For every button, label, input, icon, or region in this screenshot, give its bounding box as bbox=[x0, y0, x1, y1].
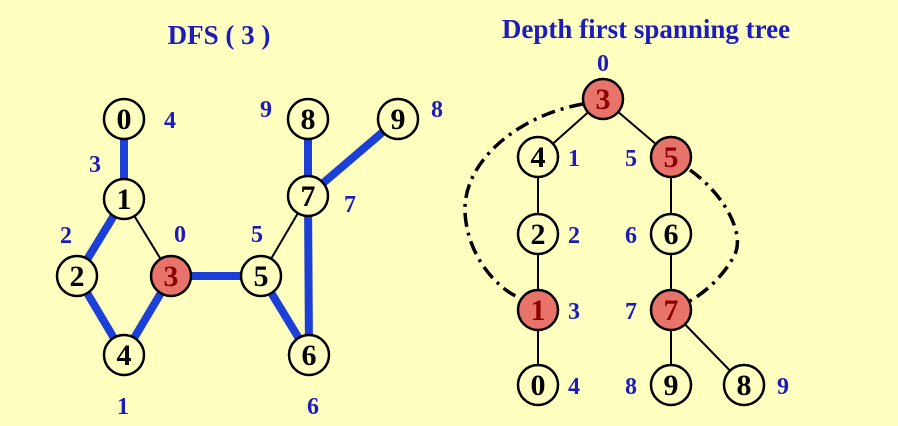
svg-text:2: 2 bbox=[70, 260, 85, 293]
left-node-6: 6 bbox=[287, 333, 331, 377]
right-tree-nodes: 3 4 2 1 0 5 6 7 9 8 bbox=[516, 77, 766, 407]
svg-text:6: 6 bbox=[302, 339, 317, 372]
left-node-2: 2 bbox=[55, 254, 99, 298]
svg-text:4: 4 bbox=[117, 339, 132, 372]
back-edge-t5-t7 bbox=[687, 168, 740, 304]
right-title: Depth first spanning tree bbox=[502, 14, 790, 44]
left-graph-edges bbox=[73, 115, 401, 358]
left-dfn-label-2: 2 bbox=[60, 223, 72, 249]
tree-dfn-label-1: 3 bbox=[568, 299, 580, 325]
svg-text:8: 8 bbox=[737, 369, 752, 402]
left-dfn-label-4: 1 bbox=[117, 394, 129, 420]
tree-node-5: 5 bbox=[649, 135, 693, 179]
left-dfn-label-0: 4 bbox=[164, 108, 176, 134]
svg-text:2: 2 bbox=[531, 218, 546, 251]
tree-dfn-label-8: 9 bbox=[777, 374, 789, 400]
tree-dfn-label-9: 8 bbox=[625, 374, 637, 400]
tree-dfn-label-2: 2 bbox=[568, 223, 580, 249]
tree-node-0: 0 bbox=[516, 363, 560, 407]
tree-node-2: 2 bbox=[516, 212, 560, 256]
right-tree-back-edges bbox=[463, 102, 740, 304]
svg-text:7: 7 bbox=[301, 180, 316, 213]
left-node-9: 9 bbox=[376, 97, 420, 141]
tree-node-8: 8 bbox=[722, 363, 766, 407]
left-node-7: 7 bbox=[286, 174, 330, 218]
left-dfn-label-5: 5 bbox=[251, 222, 263, 248]
back-edge-t3-t1 bbox=[463, 102, 584, 299]
left-dfn-label-8: 9 bbox=[260, 97, 272, 123]
left-dfn-label-7: 7 bbox=[344, 192, 356, 218]
left-node-0: 0 bbox=[102, 97, 146, 141]
svg-text:0: 0 bbox=[531, 369, 546, 402]
tree-node-6: 6 bbox=[649, 212, 693, 256]
tree-dfn-label-6: 6 bbox=[625, 223, 637, 249]
svg-text:5: 5 bbox=[254, 260, 269, 293]
left-dfn-label-3: 0 bbox=[174, 222, 186, 248]
left-dfn-label-1: 3 bbox=[89, 152, 101, 178]
svg-text:5: 5 bbox=[664, 141, 679, 174]
svg-text:1: 1 bbox=[117, 183, 132, 216]
tree-node-7: 7 bbox=[649, 288, 693, 332]
tree-dfn-label-5: 5 bbox=[625, 146, 637, 172]
svg-text:0: 0 bbox=[117, 103, 132, 136]
left-edge-n7-n6 bbox=[304, 195, 313, 356]
left-title: DFS ( 3 ) bbox=[168, 20, 271, 50]
svg-text:9: 9 bbox=[391, 103, 406, 136]
left-graph-nodes: 0 1 2 3 4 5 6 7 8 9 bbox=[55, 97, 420, 377]
tree-node-4: 4 bbox=[516, 135, 560, 179]
tree-dfn-label-3: 0 bbox=[597, 51, 609, 77]
left-dfn-label-6: 6 bbox=[307, 394, 319, 420]
tree-node-3: 3 bbox=[581, 77, 625, 121]
svg-text:7: 7 bbox=[664, 294, 679, 327]
left-node-8: 8 bbox=[286, 97, 330, 141]
left-node-4: 4 bbox=[102, 333, 146, 377]
svg-text:6: 6 bbox=[664, 218, 679, 251]
left-node-1: 1 bbox=[102, 177, 146, 221]
svg-text:4: 4 bbox=[531, 141, 546, 174]
svg-text:1: 1 bbox=[531, 294, 546, 327]
left-dfn-label-9: 8 bbox=[431, 97, 443, 123]
tree-dfn-label-7: 7 bbox=[625, 299, 637, 325]
svg-text:8: 8 bbox=[301, 103, 316, 136]
left-node-3: 3 bbox=[149, 254, 193, 298]
svg-text:3: 3 bbox=[164, 260, 179, 293]
svg-text:9: 9 bbox=[664, 369, 679, 402]
tree-dfn-label-4: 1 bbox=[568, 146, 580, 172]
tree-node-9: 9 bbox=[649, 363, 693, 407]
tree-dfn-label-0: 4 bbox=[568, 374, 580, 400]
left-node-5: 5 bbox=[239, 254, 283, 298]
tree-node-1: 1 bbox=[516, 288, 560, 332]
svg-text:3: 3 bbox=[596, 83, 611, 116]
